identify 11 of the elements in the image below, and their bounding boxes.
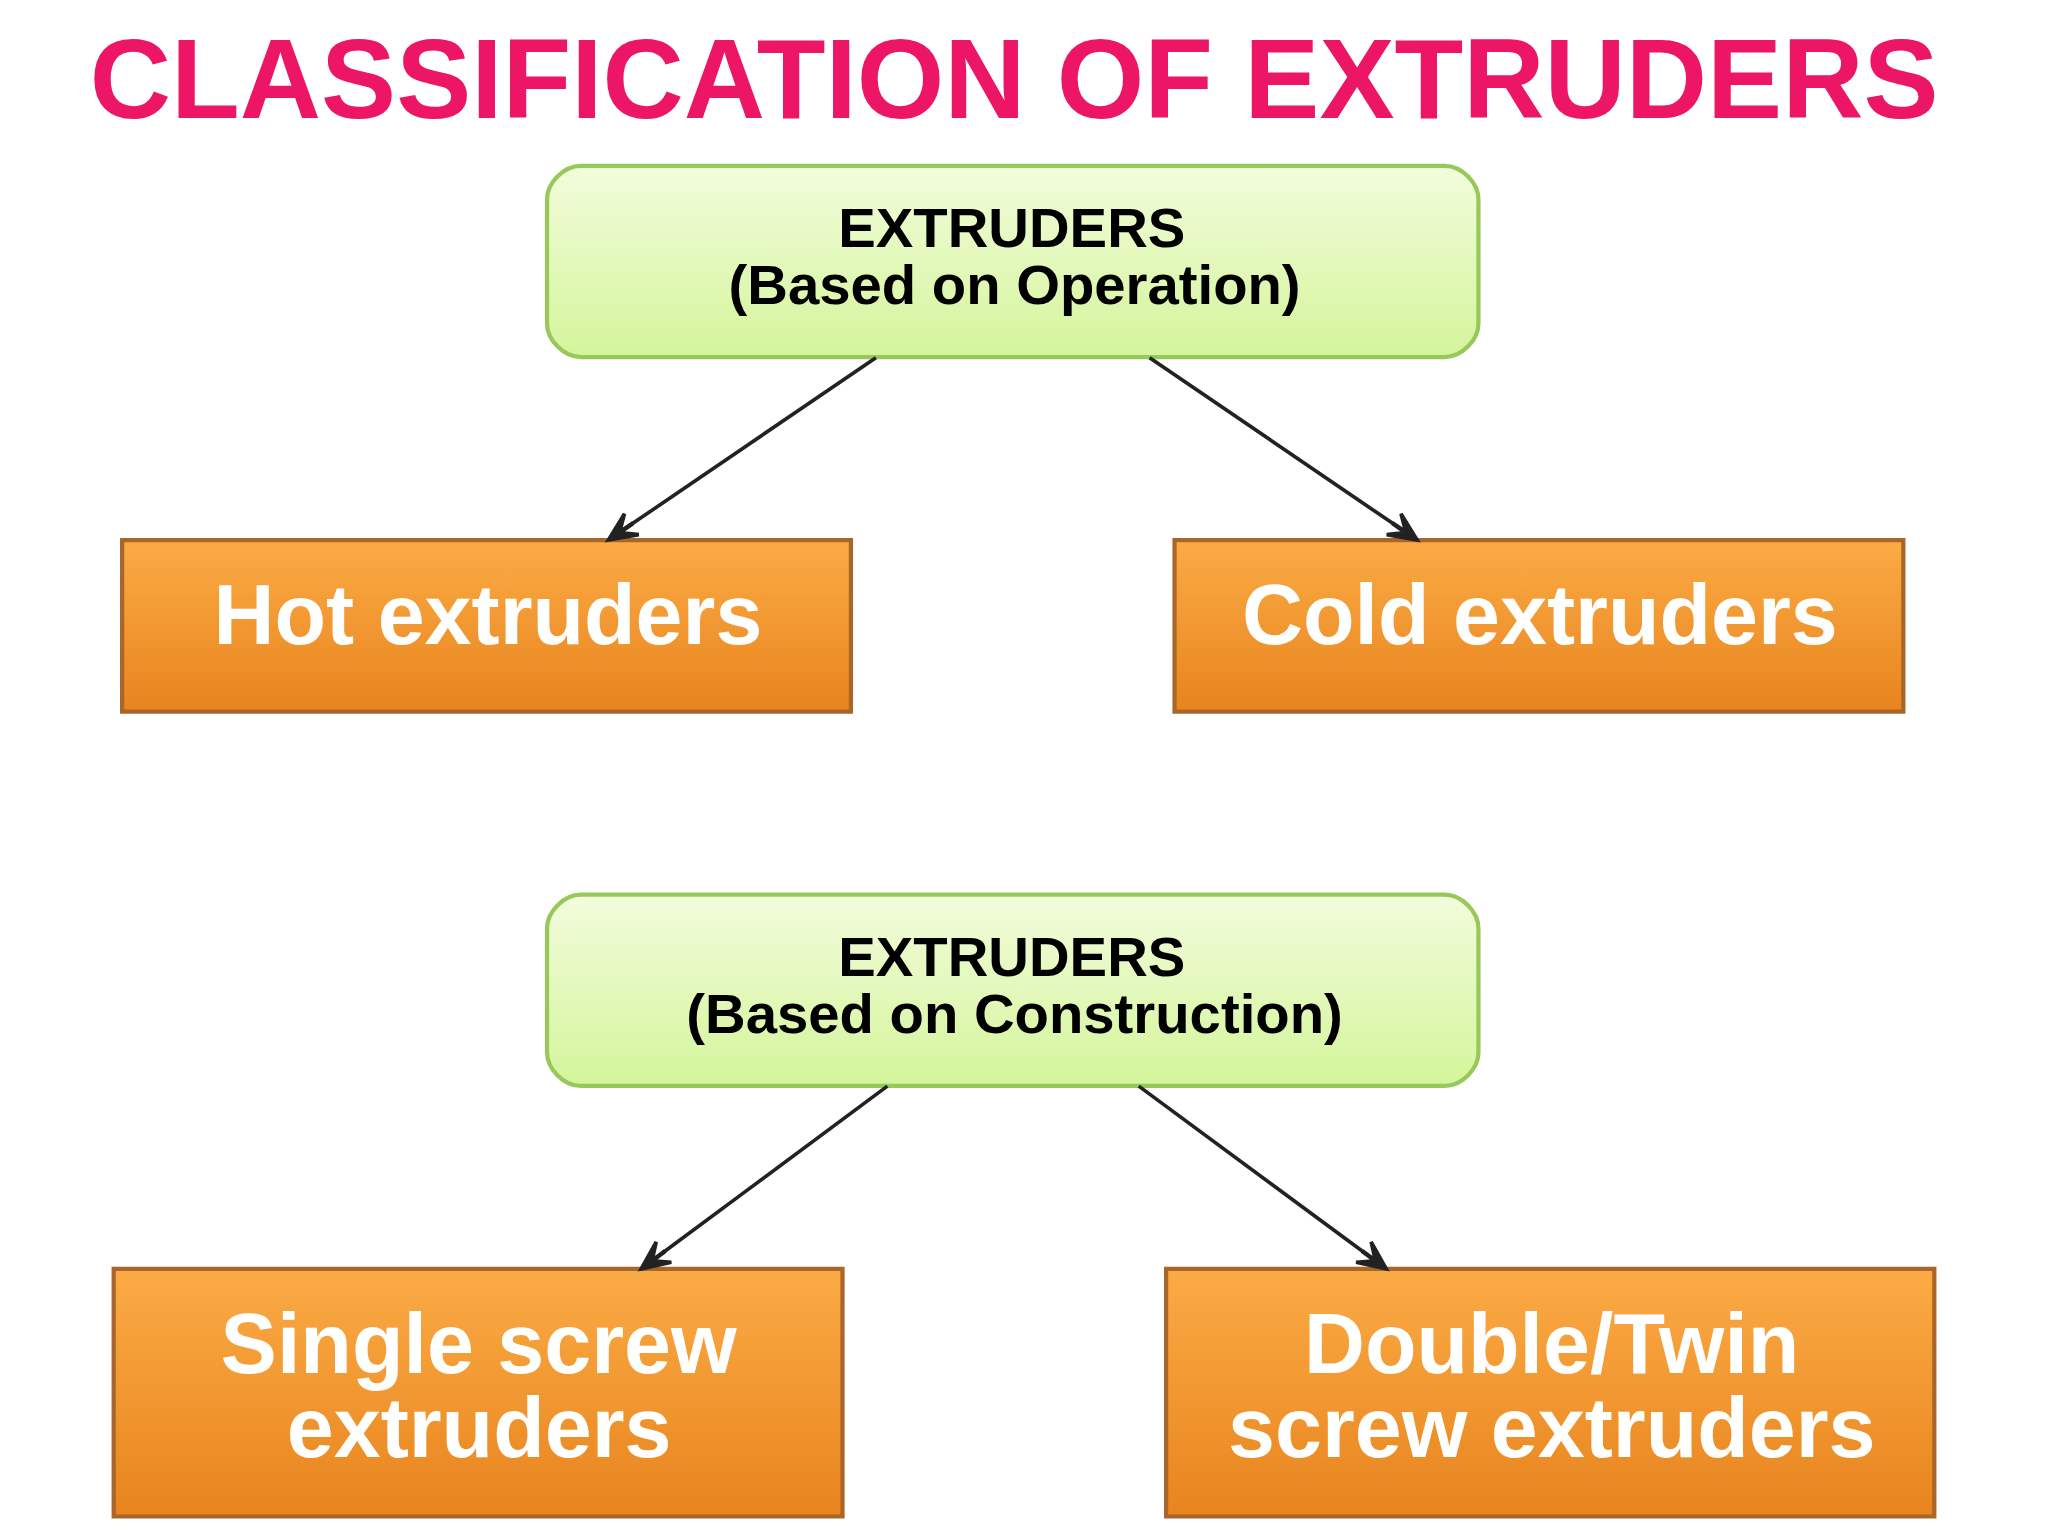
arrow: [1137, 1084, 1389, 1271]
node-box: Single screw extruders: [111, 1266, 845, 1519]
node-box: EXTRUDERS (Based on Construction): [544, 892, 1481, 1089]
node-box: Hot extruders: [120, 537, 854, 714]
node-box: Cold extruders: [1172, 537, 1906, 714]
node-box: Double/Twin screw extruders: [1164, 1266, 1937, 1519]
diagram-title: CLASSIFICATION OF EXTRUDERS: [89, 15, 1939, 142]
arrow: [606, 356, 877, 542]
node-box: EXTRUDERS (Based on Operation): [544, 163, 1481, 360]
arrow: [639, 1084, 889, 1271]
arrow: [1148, 356, 1419, 542]
